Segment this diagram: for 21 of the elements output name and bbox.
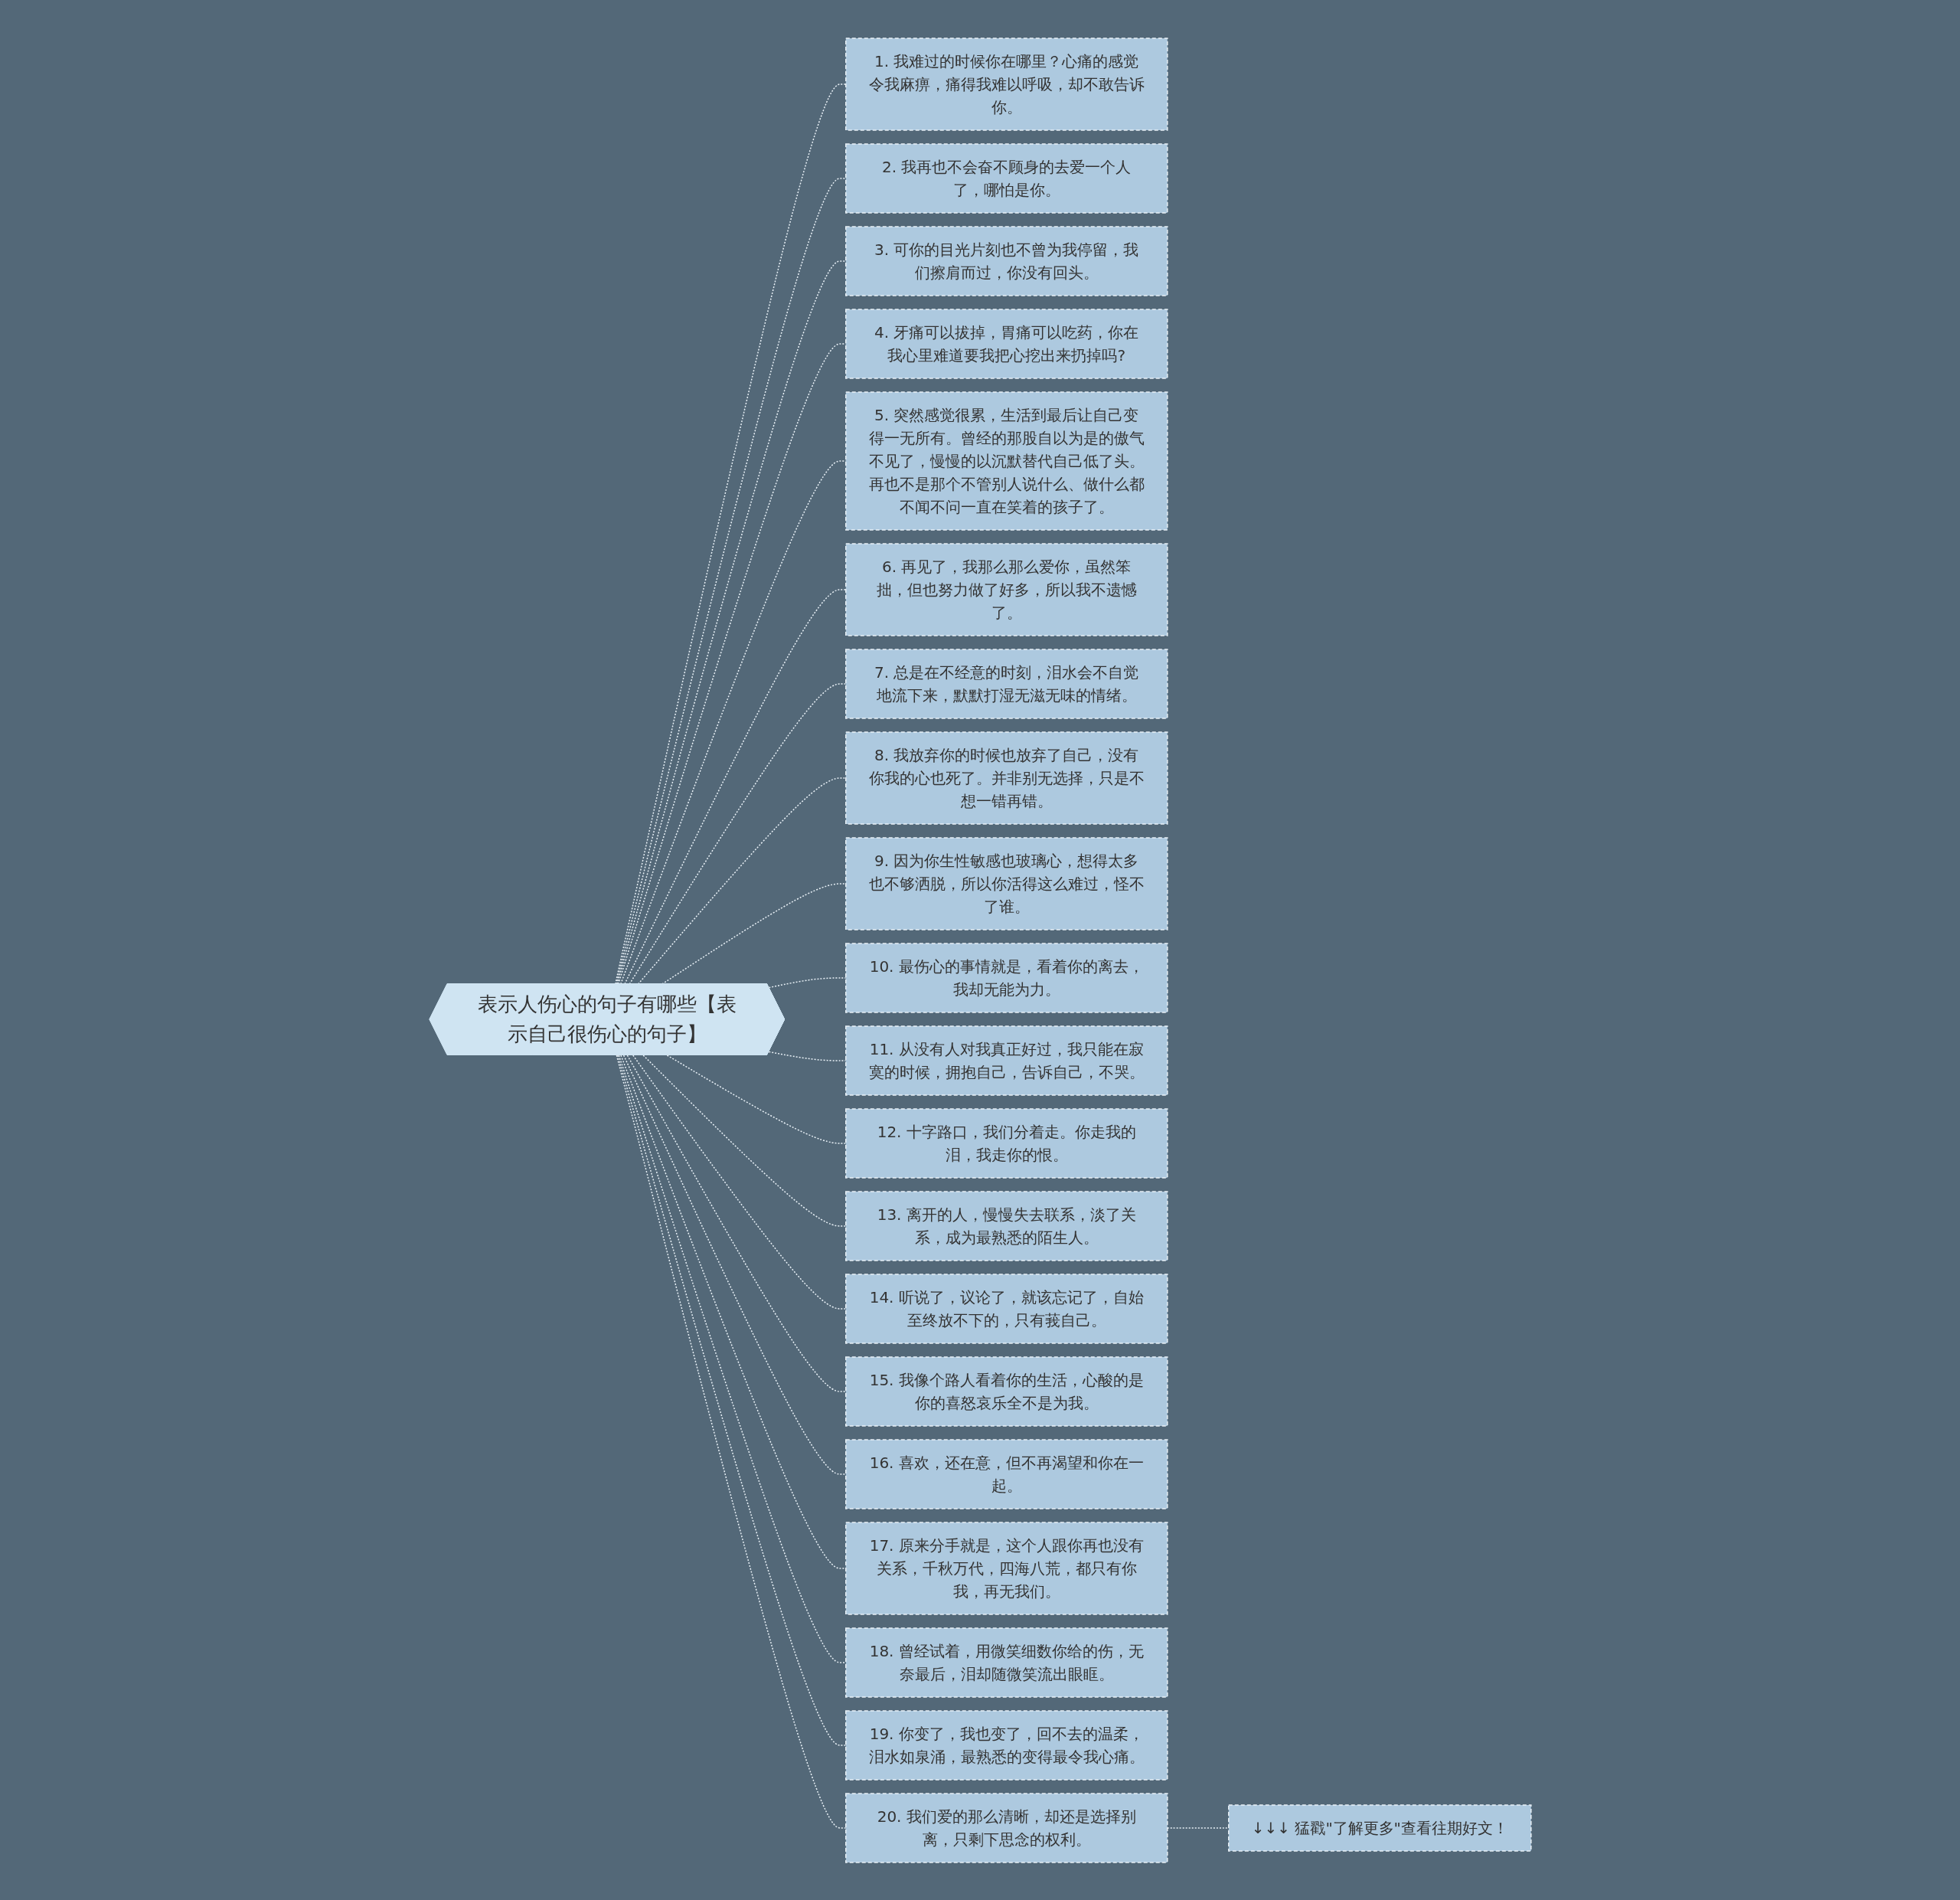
node-box: 17. 原来分手就是，这个人跟你再也没有关系，千秋万代，四海八荒，都只有你我，再无我们。 bbox=[844, 1521, 1168, 1615]
node-box: 2. 我再也不会奋不顾身的去爱一个人了，哪怕是你。 bbox=[844, 142, 1168, 214]
node-box: 8. 我放弃你的时候也放弃了自己，没有你我的心也死了。并非别无选择，只是不想一错再错。 bbox=[844, 731, 1168, 825]
node-box: 11. 从没有人对我真正好过，我只能在寂寞的时候，拥抱自己，告诉自己，不哭。 bbox=[844, 1025, 1168, 1096]
node-box: 20. 我们爱的那么清晰，却还是选择别离，只剩下思念的权利。 bbox=[844, 1792, 1168, 1863]
node-box: 14. 听说了，议论了，就该忘记了，自始至终放不下的，只有莪自己。 bbox=[844, 1273, 1168, 1344]
node-box: 3. 可你的目光片刻也不曾为我停留，我们擦肩而过，你没有回头。 bbox=[844, 225, 1168, 296]
node-box: 5. 突然感觉很累，生活到最后让自己变得一无所有。曾经的那股自以为是的傲气不见了，慢慢的以沉默替代自己低了头。再也不是那个不管别人说什么、做什么都不闻不问一直在笑着的孩子了。 bbox=[844, 391, 1168, 531]
node-box: 7. 总是在不经意的时刻，泪水会不自觉地流下来，默默打湿无滋无味的情绪。 bbox=[844, 648, 1168, 719]
node-box: 18. 曾经试着，用微笑细数你给的伤，无奈最后，泪却随微笑流出眼眶。 bbox=[844, 1627, 1168, 1698]
node-box: 12. 十字路口，我们分着走。你走我的泪，我走你的恨。 bbox=[844, 1107, 1168, 1179]
node-box: 13. 离开的人，慢慢失去联系，淡了关系，成为最熟悉的陌生人。 bbox=[844, 1190, 1168, 1261]
node-box: 1. 我难过的时候你在哪里？心痛的感觉令我麻痹，痛得我难以呼吸，却不敢告诉你。 bbox=[844, 37, 1168, 131]
node-box: 16. 喜欢，还在意，但不再渴望和你在一起。 bbox=[844, 1438, 1168, 1509]
node-box: 6. 再见了，我那么那么爱你，虽然笨拙，但也努力做了好多，所以我不遗憾了。 bbox=[844, 542, 1168, 636]
node-box: 19. 你变了，我也变了，回不去的温柔，泪水如泉涌，最熟悉的变得最令我心痛。 bbox=[844, 1709, 1168, 1781]
node-box: 4. 牙痛可以拔掉，胃痛可以吃药，你在我心里难道要我把心挖出来扔掉吗? bbox=[844, 308, 1168, 379]
node-box: ↓↓↓ 猛戳"了解更多"查看往期好文！ bbox=[1227, 1804, 1532, 1852]
node-box: 15. 我像个路人看着你的生活，心酸的是你的喜怒哀乐全不是为我。 bbox=[844, 1356, 1168, 1427]
node-box: 10. 最伤心的事情就是，看着你的离去，我却无能为力。 bbox=[844, 942, 1168, 1013]
node-box: 9. 因为你生性敏感也玻璃心，想得太多也不够洒脱，所以你活得这么难过，怪不了谁。 bbox=[844, 836, 1168, 930]
